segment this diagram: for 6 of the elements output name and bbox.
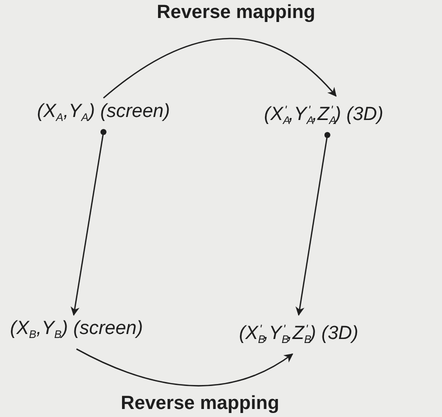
arrow — [76, 348, 294, 386]
arrow — [103, 38, 337, 98]
arrow — [70, 129, 106, 316]
arrow — [296, 132, 330, 316]
coordinate-label: (X$_{B}$,Y$_{B}$) (screen) — [10, 318, 143, 339]
coordinate-label: (X$_{A}$,Y$_{A}$) (screen) — [37, 101, 170, 122]
